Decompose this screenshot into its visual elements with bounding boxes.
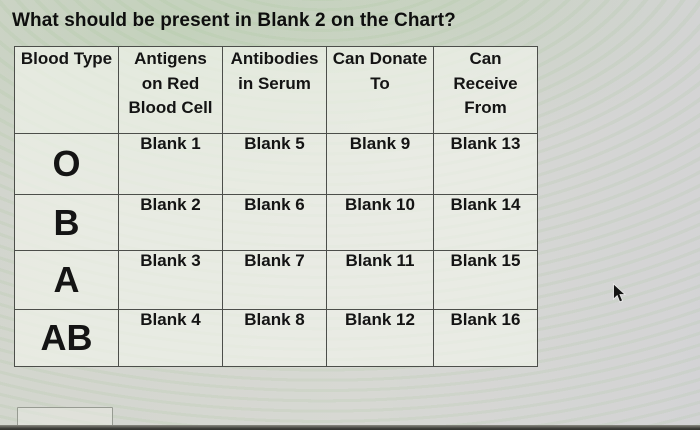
- column-header-can-receive-from: Can Receive From: [433, 46, 538, 134]
- blank-cell-11: Blank 11: [326, 250, 434, 310]
- cursor-icon: [613, 283, 626, 303]
- screen-bottom-edge: [0, 425, 700, 430]
- blank-cell-10: Blank 10: [326, 194, 434, 251]
- blank-cell-4: Blank 4: [118, 309, 223, 367]
- question-title: What should be present in Blank 2 on the…: [12, 10, 456, 31]
- blank-cell-6: Blank 6: [222, 194, 327, 251]
- column-header-antibodies: Antibodies in Serum: [222, 46, 327, 134]
- column-header-blood-type: Blood Type: [14, 46, 119, 134]
- blank-cell-2: Blank 2: [118, 194, 223, 251]
- blood-type-chart: Blood Type Antigens on Red Blood Cell An…: [14, 46, 538, 367]
- blood-type-cell: O: [14, 133, 119, 195]
- blank-cell-12: Blank 12: [326, 309, 434, 367]
- blood-type-cell: B: [14, 194, 119, 251]
- blank-cell-16: Blank 16: [433, 309, 538, 367]
- column-header-antigens: Antigens on Red Blood Cell: [118, 46, 223, 134]
- blank-cell-8: Blank 8: [222, 309, 327, 367]
- blank-cell-1: Blank 1: [118, 133, 223, 195]
- blood-type-cell: AB: [14, 309, 119, 367]
- table-header-row: Blood Type Antigens on Red Blood Cell An…: [14, 46, 538, 134]
- blank-cell-15: Blank 15: [433, 250, 538, 310]
- blank-cell-14: Blank 14: [433, 194, 538, 251]
- table-row-a: A Blank 3 Blank 7 Blank 11 Blank 15: [14, 250, 538, 310]
- blank-cell-13: Blank 13: [433, 133, 538, 195]
- blank-cell-5: Blank 5: [222, 133, 327, 195]
- blank-cell-3: Blank 3: [118, 250, 223, 310]
- table-row-o: O Blank 1 Blank 5 Blank 9 Blank 13: [14, 133, 538, 195]
- answer-input[interactable]: [17, 407, 113, 430]
- column-header-can-donate-to: Can Donate To: [326, 46, 434, 134]
- table-row-b: B Blank 2 Blank 6 Blank 10 Blank 14: [14, 194, 538, 251]
- blood-type-cell: A: [14, 250, 119, 310]
- blank-cell-9: Blank 9: [326, 133, 434, 195]
- blank-cell-7: Blank 7: [222, 250, 327, 310]
- table-row-ab: AB Blank 4 Blank 8 Blank 12 Blank 16: [14, 309, 538, 367]
